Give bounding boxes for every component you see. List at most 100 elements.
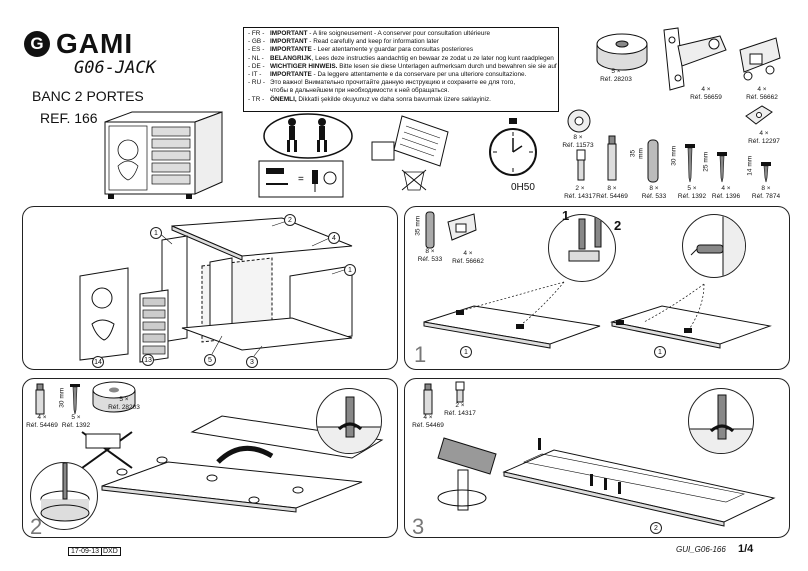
note-label: IMPORTANT [270,30,308,37]
dim-25: 25 mm [702,151,710,172]
part-ref: Réf. 533 [417,255,443,263]
dim-35: 35 mm [629,148,645,159]
step-2-cap-icon [92,381,136,413]
cam-cap-part-icon [596,33,648,71]
step-1-number: 1 [414,342,427,367]
step-1-hinge-plate-icon [447,213,477,241]
hinge-part-icon [663,27,727,91]
part-ref: Réf. 54469 [26,421,58,429]
part-ref: Réf. 56659 [690,93,722,101]
part-qty: 4 × [463,250,473,257]
part-ref: Réf. 54469 [596,192,628,200]
brand: G GAMI [24,28,133,60]
bench-illustration [104,111,223,199]
step-2-zoom-cap [30,462,98,530]
exploded-view-diagram [79,217,353,363]
part-56659: 4 × Réf. 56659 [686,86,726,101]
step-3-part-14317: 2 × Réf. 14317 [442,402,478,417]
note-text: , Lees deze instructies aandachtig en be… [311,54,554,62]
part-54469: 8 × Réf. 54469 [592,185,632,200]
two-person-icon [263,113,353,159]
important-notes: - FR - IMPORTANT - A lire soigneusement -… [243,27,559,112]
note-line: - DE -WICHTIGER HINWEIS. Bitte lesen sie… [248,62,557,71]
step-3-assembly-diagram [437,437,776,527]
step-1-callout-1b: 1 [654,346,666,358]
screw-30-part-icon [685,144,695,183]
callout-2: 2 [284,214,296,226]
callout-5: 5 [204,354,216,366]
note-text: - Da leggere attentamente e da conservar… [311,71,527,79]
note-lang-code: - DE - [248,62,265,70]
instructions-booklet-icon [371,115,449,191]
hinge-plate-part-icon [739,37,781,81]
step-3-panel [404,378,790,538]
date-value: 17-09-13 [71,548,100,555]
print-date: 17-09-13 DXD [68,547,121,556]
note-text: Dikkatli şekilde okuyunuz ve daha sonra … [296,95,491,103]
step-1-part-56662: 4 × Réf. 56662 [448,250,488,265]
model-name: G06-JACK [74,58,156,78]
part-28203: 5 × Réf. 28203 [586,68,646,83]
note-label: WICHTIGER HINWEIS. [270,62,338,70]
part-ref: Réf. 1392 [677,192,707,200]
part-qty: 8 × [573,134,583,141]
step-2-part-54469: 4 × Réf. 54469 [24,414,60,429]
step-2-screw-icon [70,384,80,415]
product-subtitle: BANC 2 PORTES [32,88,144,104]
note-line: - ES -IMPORTANTE - Leer atentamente y gu… [248,46,554,54]
note-line: - IT -IMPORTANTE - Da leggere attentamen… [248,71,554,79]
part-ref: Réf. 1396 [711,192,741,200]
part-14317: 2 × Réf. 14317 [558,185,602,200]
note-lang-code: - NL - [248,54,264,62]
callout-1b: 1 [344,264,356,276]
step-3-number: 3 [412,514,425,539]
bracket-part-icon [745,105,773,125]
part-qty: 8 × [607,185,617,192]
note-line: - FR - IMPORTANT - A lire soigneusement -… [248,30,554,38]
note-lang-code: - FR - [248,30,265,37]
page-number: 1/4 [738,543,754,555]
part-11573: 8 × Réf. 11573 [558,134,598,149]
callout-13: 13 [142,354,154,366]
step-1-dowel-icon [425,211,435,249]
part-qty: 8 × [649,185,659,192]
note-label: ÖNEMLI, [270,95,297,103]
wood-dowel-part-icon [647,139,659,183]
brand-logo-icon: G [24,31,50,57]
note-line: - NL - BELANGRIJK, Lees deze instructies … [248,55,554,63]
note-lang-code: - ES - [248,46,265,54]
note-label: IMPORTANTE [270,46,312,54]
step-1-callout-1a: 1 [460,346,472,358]
part-qty: 4 × [423,414,433,421]
part-qty: 8 × [425,248,435,255]
part-56662: 4 × Réf. 56662 [742,86,782,101]
svg-text:=: = [298,174,304,185]
part-qty: 4 × [721,185,731,192]
part-qty: 2 × [455,402,465,409]
part-qty: 5 × [119,396,129,403]
part-ref: Réf. 54469 [412,421,444,429]
dim-30: 30 mm [670,145,678,166]
callout-1: 1 [150,227,162,239]
part-1392: 5 × Réf. 1392 [674,185,710,200]
brand-name: GAMI [56,28,134,59]
part-qty: 4 × [37,414,47,421]
note-text: - A lire soigneusement - A conserver pou… [307,30,491,37]
step-3-callout-2: 2 [650,522,662,534]
note-lang-code: - IT - [248,71,262,79]
note-label: BELANGRIJK [270,54,312,62]
note-line: - RU -Это важно! Внимательно прочитайте … [248,79,554,87]
note-lang-code: - RU - [248,79,266,87]
clock-icon [489,118,537,176]
part-qty: 8 × [761,185,771,192]
callout-4: 4 [328,232,340,244]
part-qty: 5 × [71,414,81,421]
part-ref: Réf. 28203 [600,75,632,83]
screw-25-part-icon [717,152,727,183]
step-2-zoom-bolt [316,388,382,454]
part-ref: Réf. 14317 [564,192,596,200]
part-ref: Réf. 12297 [748,137,780,145]
note-label: IMPORTANT [270,38,308,46]
date-suffix: DXD [100,548,118,555]
callout-3: 3 [246,356,258,368]
